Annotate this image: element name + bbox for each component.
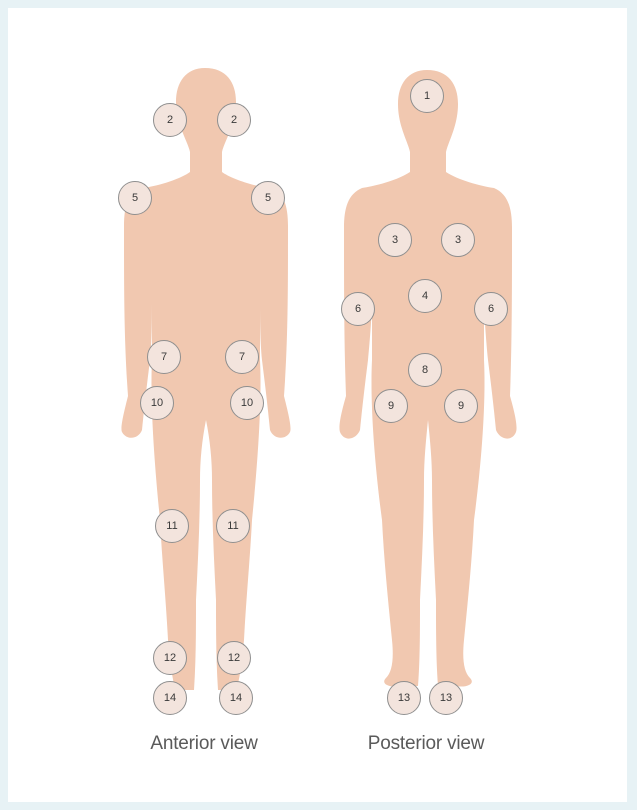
marker-anterior-14-left: 14 <box>153 681 187 715</box>
marker-posterior-13-right: 13 <box>429 681 463 715</box>
marker-posterior-13-left: 13 <box>387 681 421 715</box>
marker-posterior-1: 1 <box>410 79 444 113</box>
marker-anterior-2-right: 2 <box>217 103 251 137</box>
marker-anterior-11-right: 11 <box>216 509 250 543</box>
marker-posterior-6-right: 6 <box>474 292 508 326</box>
marker-anterior-2-left: 2 <box>153 103 187 137</box>
posterior-view-caption: Posterior view <box>368 733 485 755</box>
marker-anterior-12-right: 12 <box>217 641 251 675</box>
marker-anterior-10-left: 10 <box>140 386 174 420</box>
marker-anterior-7-left: 7 <box>147 340 181 374</box>
marker-posterior-8: 8 <box>408 353 442 387</box>
marker-posterior-3-right: 3 <box>441 223 475 257</box>
marker-anterior-10-right: 10 <box>230 386 264 420</box>
marker-anterior-11-left: 11 <box>155 509 189 543</box>
marker-anterior-5-left: 5 <box>118 181 152 215</box>
marker-posterior-6-left: 6 <box>341 292 375 326</box>
marker-anterior-7-right: 7 <box>225 340 259 374</box>
marker-posterior-9-left: 9 <box>374 389 408 423</box>
marker-posterior-3-left: 3 <box>378 223 412 257</box>
marker-anterior-5-right: 5 <box>251 181 285 215</box>
marker-posterior-4: 4 <box>408 279 442 313</box>
marker-anterior-14-right: 14 <box>219 681 253 715</box>
marker-anterior-12-left: 12 <box>153 641 187 675</box>
anterior-body-silhouette <box>121 68 290 690</box>
marker-posterior-9-right: 9 <box>444 389 478 423</box>
anterior-view-caption: Anterior view <box>150 733 257 755</box>
